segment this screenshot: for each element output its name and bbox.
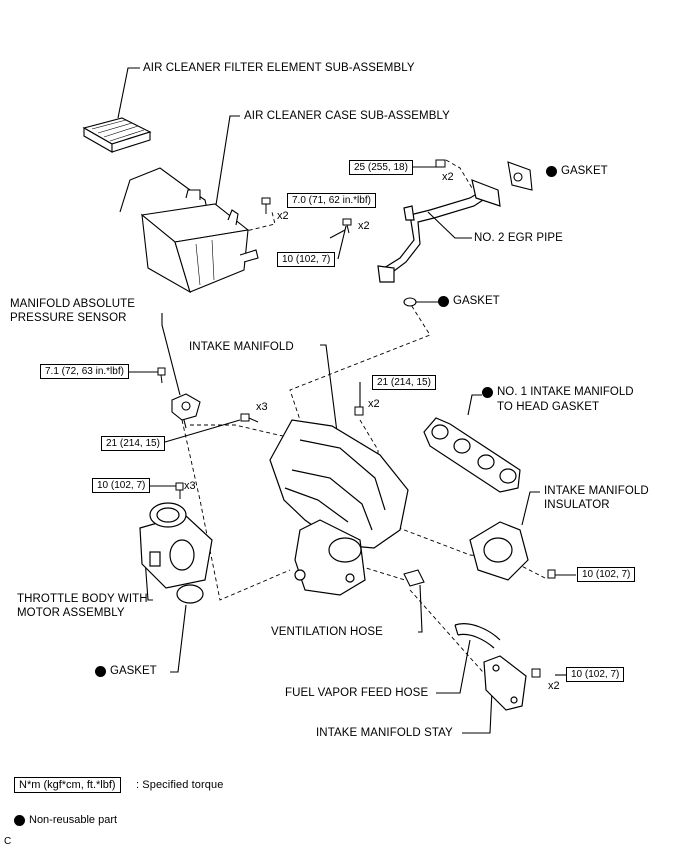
throttle-gasket-part [176, 584, 204, 604]
label-air-cleaner-filter: AIR CLEANER FILTER ELEMENT SUB-ASSEMBLY [143, 62, 415, 74]
mult-manifold-nut: x2 [368, 398, 380, 410]
legend-nonreusable-desc: Non-reusable part [29, 814, 118, 826]
torque-case-bolt: 7.0 (71, 62 in.*lbf) [287, 193, 376, 208]
gasket-egr-bottom-label: GASKET [438, 295, 500, 307]
insulator-part [469, 521, 529, 581]
label-intake-manifold: INTAKE MANIFOLD [189, 341, 294, 353]
air-cleaner-case-part [119, 167, 259, 294]
nonreusable-dot-icon [546, 165, 557, 177]
air-filter-element-part [82, 117, 152, 153]
nonreusable-dot-icon [438, 295, 449, 307]
label-throttle-2: MOTOR ASSEMBLY [17, 607, 125, 619]
torque-manifold-nut: 21 (214, 15) [372, 375, 436, 390]
torque-insulator-bolt: 10 (102, 7) [577, 567, 636, 582]
bolt-symbols [157, 159, 556, 678]
fuel-vapor-hose-part [454, 623, 501, 649]
corner-mark: C [4, 836, 12, 847]
label-insulator-1: INTAKE MANIFOLD [544, 485, 649, 497]
egr-gasket-bottom-part [403, 297, 417, 307]
intake-gasket-part [423, 417, 521, 493]
label-map-sensor-1: MANIFOLD ABSOLUTE [10, 298, 136, 310]
nonreusable-dot-icon [95, 665, 106, 677]
gasket-egr-top-label: GASKET [546, 165, 608, 177]
intake-manifold-part [269, 419, 409, 596]
label-throttle-1: THROTTLE BODY WITH [17, 593, 148, 605]
label-insulator-2: INSULATOR [544, 499, 610, 511]
no1-gasket-label: NO. 1 INTAKE MANIFOLD [482, 386, 634, 398]
mult-egr-bolt: x2 [442, 171, 454, 183]
nonreusable-dot-icon [14, 814, 25, 826]
mult-throttle-bolt: x3 [184, 480, 196, 492]
label-gasket-egr-bottom: GASKET [453, 295, 500, 307]
mult-egr-pipe-bolt: x2 [358, 220, 370, 232]
torque-map-bolt: 7.1 (72, 63 in.*lbf) [40, 364, 129, 379]
manifold-stay-part [483, 655, 527, 711]
map-sensor-part [171, 393, 201, 429]
legend-torque-box: N*m (kgf*cm, ft.*lbf) [14, 777, 121, 793]
label-no1-gasket-2: TO HEAD GASKET [497, 401, 600, 413]
gasket-throttle-label: GASKET [95, 665, 157, 677]
egr-gasket-top-part [507, 161, 533, 191]
throttle-body-part [139, 502, 213, 589]
label-fuel-vapor-hose: FUEL VAPOR FEED HOSE [285, 687, 429, 699]
torque-stay-bolt: 10 (102, 7) [566, 667, 625, 682]
mult-case-bolt: x2 [277, 210, 289, 222]
torque-manifold-bolt: 21 (214, 15) [101, 436, 165, 451]
label-gasket-egr-top: GASKET [561, 165, 608, 177]
label-manifold-stay: INTAKE MANIFOLD STAY [316, 727, 453, 739]
label-no2-egr-pipe: NO. 2 EGR PIPE [474, 232, 563, 244]
label-air-cleaner-case: AIR CLEANER CASE SUB-ASSEMBLY [244, 110, 450, 122]
legend-nonreusable: Non-reusable part [14, 814, 117, 826]
legend-torque-desc: : Specified torque [136, 779, 224, 791]
mult-stay-bolt: x2 [548, 680, 560, 692]
nonreusable-dot-icon [482, 386, 493, 398]
torque-throttle-bolt: 10 (102, 7) [92, 478, 151, 493]
no2-egr-pipe-part [377, 179, 501, 283]
label-gasket-throttle: GASKET [110, 665, 157, 677]
mult-manifold-bolt: x3 [256, 401, 268, 413]
label-ventilation-hose: VENTILATION HOSE [271, 626, 383, 638]
label-no1-gasket-1: NO. 1 INTAKE MANIFOLD [497, 386, 634, 398]
ventilation-hose-part [403, 569, 425, 587]
label-map-sensor-2: PRESSURE SENSOR [10, 312, 127, 324]
torque-egr-bolt: 25 (255, 18) [349, 160, 413, 175]
torque-egr-pipe-bolt: 10 (102, 7) [277, 252, 336, 267]
